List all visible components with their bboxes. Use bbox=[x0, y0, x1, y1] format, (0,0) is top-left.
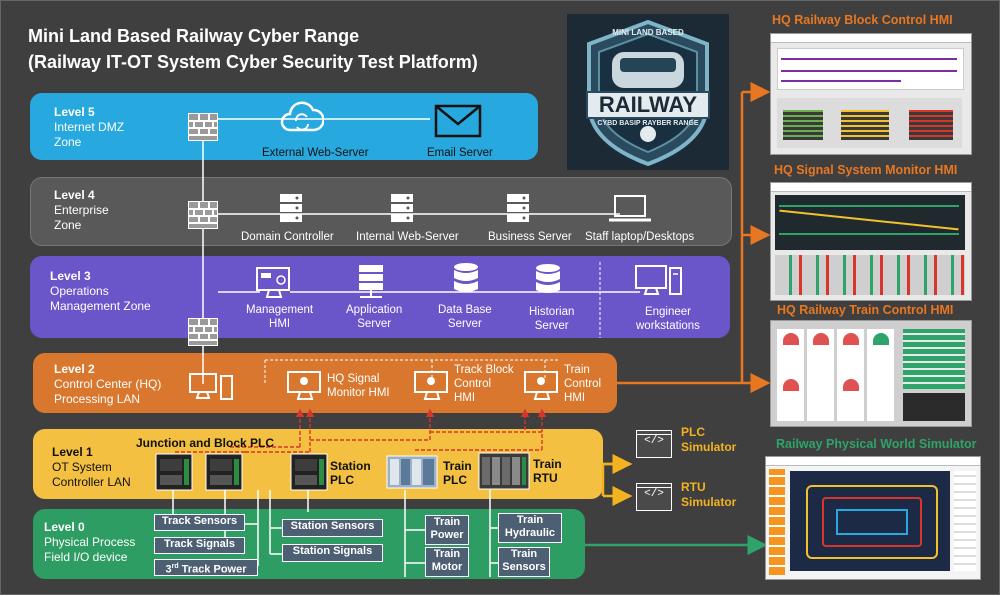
server-icon bbox=[391, 194, 413, 222]
domain-controller-label: Domain Controller bbox=[241, 231, 334, 243]
railway-logo: MINI LAND BASED RAILWAY CYBD BASIP RAYBE… bbox=[567, 14, 729, 170]
block-control-hmi-title: HQ Railway Block Control HMI bbox=[772, 13, 953, 27]
application-server-icon bbox=[359, 265, 383, 298]
logo-main-text: RAILWAY bbox=[598, 92, 698, 117]
firewall-icon bbox=[188, 318, 218, 346]
track-sensors-box: Track Sensors bbox=[154, 514, 245, 531]
engineer-workstation-icon bbox=[635, 265, 682, 295]
diagram-title-line1: Mini Land Based Railway Cyber Range bbox=[28, 26, 360, 46]
hmi-monitor-icon bbox=[414, 371, 448, 400]
server-icon bbox=[507, 194, 529, 222]
firewall-icon bbox=[188, 201, 218, 229]
firewall-icon bbox=[188, 113, 218, 141]
signal-system-hmi-title: HQ Signal System Monitor HMI bbox=[774, 163, 958, 177]
train-plc-rack-icon bbox=[386, 455, 438, 489]
train-rtu-rack-icon bbox=[478, 452, 530, 490]
junction-block-plc-label: Junction and Block PLC bbox=[136, 436, 275, 450]
block-control-hmi-screenshot bbox=[770, 33, 972, 155]
mail-icon bbox=[434, 104, 482, 138]
physical-simulator-screenshot bbox=[765, 456, 981, 580]
cloud-sync-icon bbox=[280, 101, 324, 132]
track-signals-box: Track Signals bbox=[154, 537, 245, 554]
code-simulator-icon: </> bbox=[636, 430, 672, 458]
physical-simulator-title: Railway Physical World Simulator bbox=[776, 437, 977, 451]
third-track-power-box: 3rd Track Power bbox=[154, 559, 258, 576]
level2-zone bbox=[33, 353, 617, 413]
laptop-icon bbox=[609, 195, 651, 222]
hmi-monitor-icon bbox=[256, 267, 290, 298]
signal-system-hmi-screenshot bbox=[770, 182, 972, 301]
logo-sub-text: CYBD BASIP RAYBER RANGE bbox=[597, 120, 699, 127]
station-sensors-box: Station Sensors bbox=[282, 519, 383, 537]
business-server-label: Business Server bbox=[488, 231, 572, 243]
logo-top-text: MINI LAND BASED bbox=[612, 28, 684, 37]
train-control-hmi-title: HQ Railway Train Control HMI bbox=[777, 303, 954, 317]
staff-laptop-label: Staff laptop/Desktops bbox=[585, 231, 695, 243]
hmi-monitor-icon bbox=[524, 371, 558, 400]
code-simulator-icon: </> bbox=[636, 483, 672, 511]
email-server-label: Email Server bbox=[427, 147, 493, 159]
diagram-title-line2: (Railway IT-OT System Cyber Security Tes… bbox=[28, 52, 478, 72]
database-icon bbox=[454, 263, 478, 292]
workstation-icon bbox=[189, 373, 233, 400]
internal-web-server-label: Internal Web-Server bbox=[356, 231, 459, 243]
station-signals-box: Station Signals bbox=[282, 544, 383, 562]
external-web-server-label: External Web-Server bbox=[262, 147, 369, 159]
train-control-hmi-screenshot bbox=[770, 320, 972, 427]
server-icon bbox=[280, 194, 302, 222]
hmi-monitor-icon bbox=[287, 371, 321, 400]
plc-device-icon bbox=[290, 453, 328, 491]
plc-device-icon bbox=[155, 453, 193, 491]
historian-database-icon bbox=[536, 264, 560, 293]
plc-device-icon bbox=[205, 453, 243, 491]
